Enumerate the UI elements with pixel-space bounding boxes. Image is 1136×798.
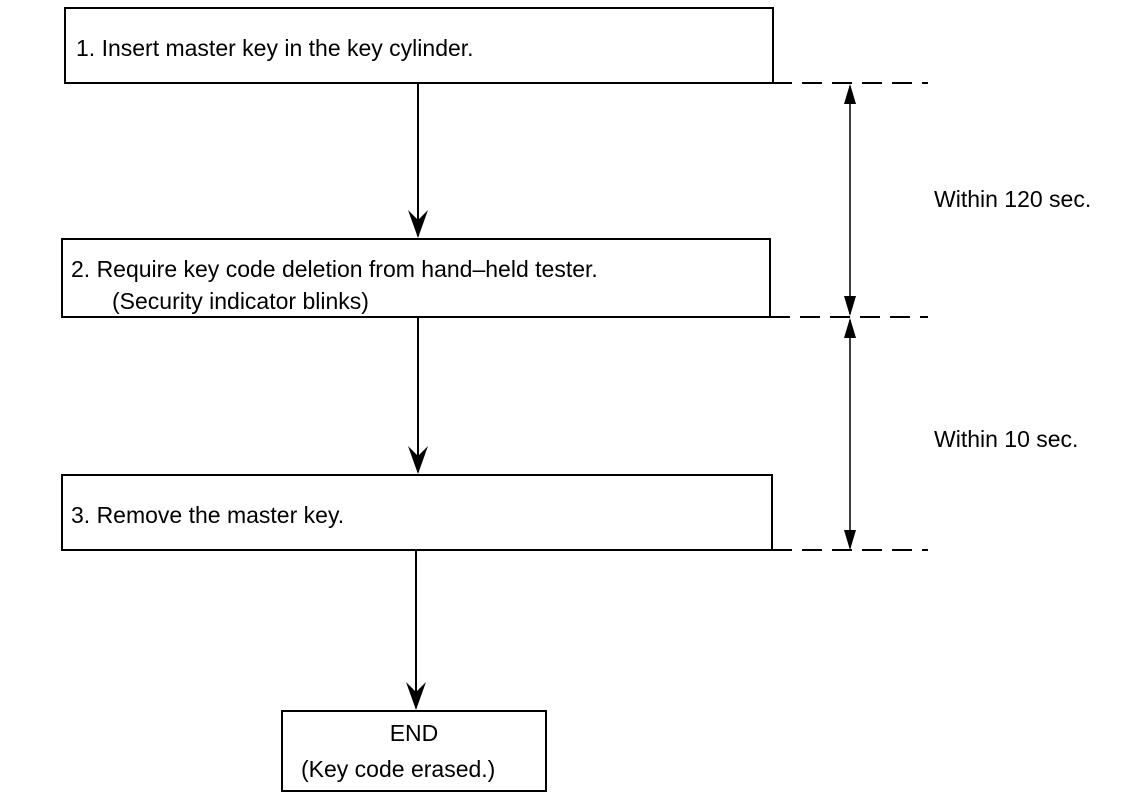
- arrowhead-end: [406, 682, 426, 710]
- timing-arrow-120-bottom: [844, 296, 856, 316]
- step-1-box: 1. Insert master key in the key cylinder…: [64, 7, 774, 84]
- timing-arrow-120-top: [844, 84, 856, 104]
- end-box: END (Key code erased.): [281, 710, 547, 792]
- step-2-line1: 2. Require key code deletion from hand–h…: [71, 256, 598, 282]
- step-2-line2: (Security indicator blinks): [112, 288, 369, 314]
- step-2-box: 2. Require key code deletion from hand–h…: [61, 238, 771, 318]
- arrowhead-step2: [408, 210, 428, 238]
- timing-arrow-10-top: [844, 318, 856, 338]
- timing-label-120: Within 120 sec.: [934, 186, 1092, 212]
- timing-arrow-10-bottom: [844, 530, 856, 550]
- step-3-label: 3. Remove the master key.: [71, 502, 345, 528]
- timing-label-10: Within 10 sec.: [934, 426, 1079, 452]
- end-title: END: [389, 720, 439, 746]
- arrowhead-step3: [408, 446, 428, 474]
- step-1-label: 1. Insert master key in the key cylinder…: [76, 35, 474, 61]
- step-3-box: 3. Remove the master key.: [61, 474, 773, 551]
- end-subtitle: (Key code erased.): [301, 756, 496, 782]
